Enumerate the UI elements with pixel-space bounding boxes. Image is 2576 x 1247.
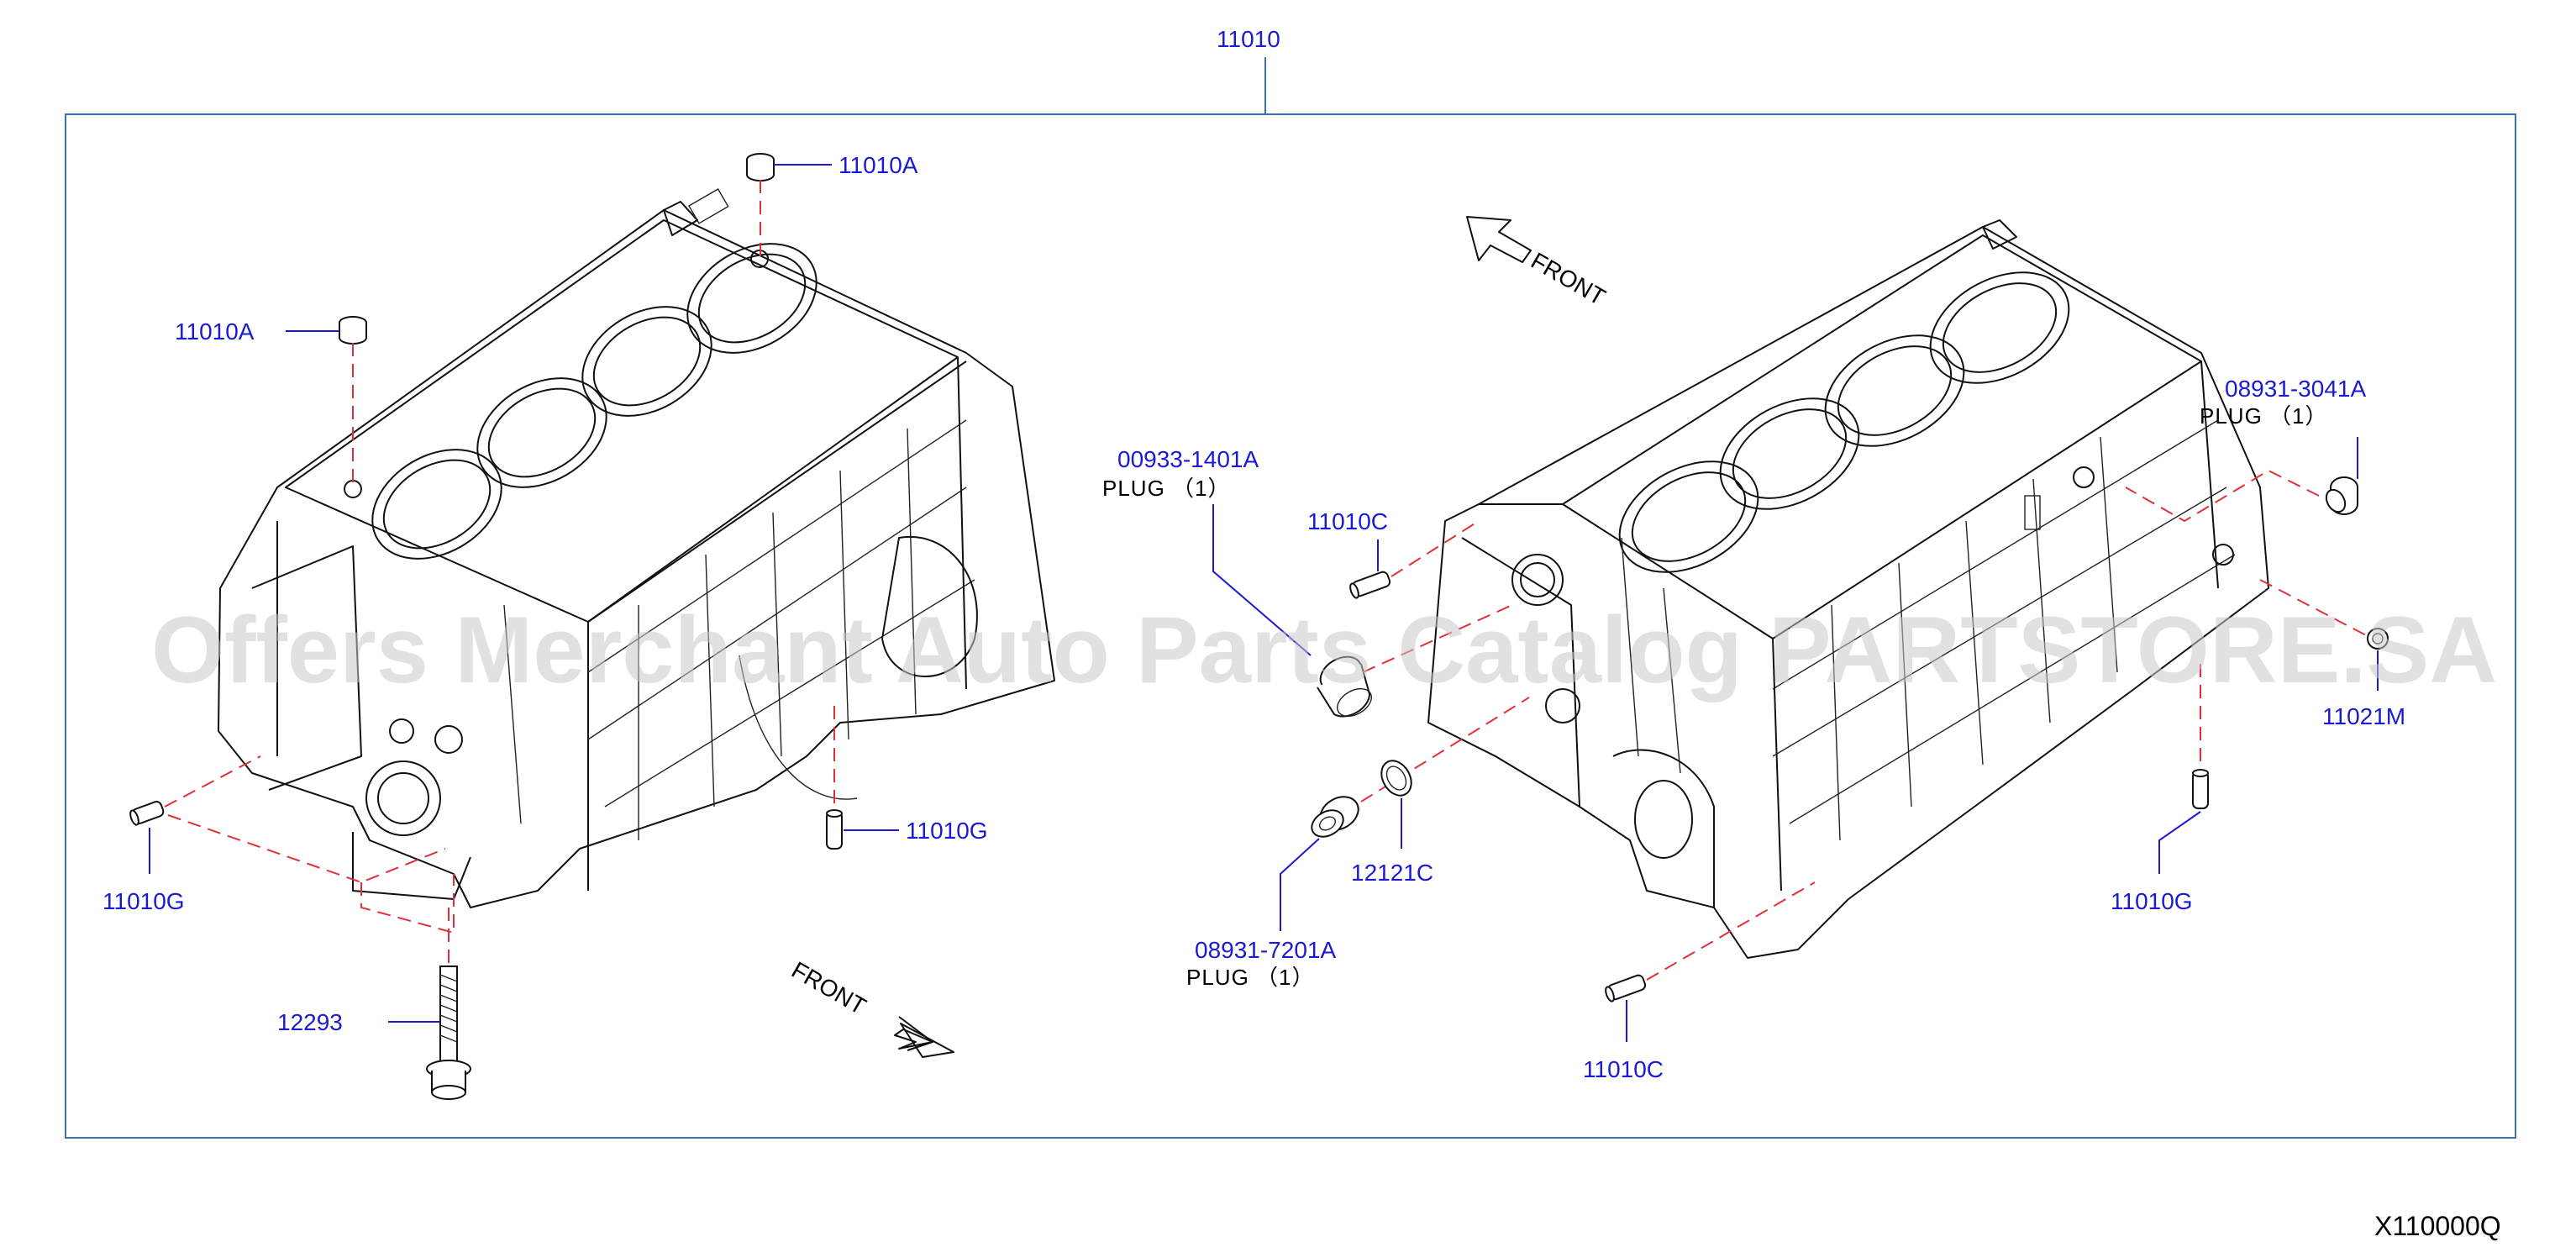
callout-11010g-left[interactable]: 11010G [103, 888, 185, 914]
front-arrow-left-icon [894, 1016, 933, 1051]
dowel-right[interactable] [2192, 769, 2209, 809]
callout-11010g-right[interactable]: 11010G [2111, 888, 2193, 914]
dowel-c-upper[interactable] [1348, 571, 1391, 599]
front-label-right: FRONT [1527, 247, 1610, 310]
engine-block-right [1427, 219, 2269, 959]
front-label-left: FRONT [787, 956, 870, 1019]
leader-00933 [1212, 504, 1312, 656]
callout-11010a-top[interactable]: 11010A [839, 152, 918, 178]
engine-block-left [218, 188, 1055, 908]
dowel-c-lower[interactable] [1604, 974, 1647, 1002]
front-arrow-right-icon [1466, 216, 1532, 263]
callout-08931-3041a[interactable]: 08931-3041A [2225, 376, 2366, 402]
callout-00933-1401a[interactable]: 00933-1401A [1117, 446, 1259, 472]
callout-08931-7201a[interactable]: 08931-7201A [1195, 937, 1336, 963]
callout-11010c-lower[interactable]: 11010C [1583, 1056, 1664, 1082]
sensor-plug-11021m[interactable] [2367, 628, 2389, 650]
plug-08931-3041[interactable] [2322, 476, 2358, 515]
leader-11010g-right [2158, 811, 2201, 874]
washer[interactable] [1375, 755, 1417, 801]
diagram-frame [65, 113, 2516, 1139]
plug-08931-7201[interactable] [1307, 790, 1364, 842]
callout-11010a-left[interactable]: 11010A [175, 318, 255, 345]
callout-12293[interactable]: 12293 [277, 1009, 343, 1035]
dowel-center[interactable] [826, 809, 843, 850]
callout-11010[interactable]: 11010 [1217, 26, 1280, 52]
callout-12121c[interactable]: 12121C [1351, 860, 1433, 886]
leader-08931-7201 [1280, 838, 1320, 931]
callout-11010g-center[interactable]: 11010G [906, 818, 988, 844]
bolt[interactable] [426, 966, 471, 1100]
note-plug-08931-3041: PLUG （1） [2200, 403, 2328, 429]
callout-11021m[interactable]: 11021M [2322, 703, 2405, 729]
callout-11010c-upper[interactable]: 11010C [1307, 508, 1388, 534]
plug-00933[interactable] [1314, 650, 1376, 722]
dowel-left[interactable] [129, 800, 165, 826]
watermark: Offers Merchant Auto Parts Catalog PARTS… [151, 597, 2497, 702]
note-plug-08931-7201: PLUG （1） [1186, 965, 1315, 990]
note-plug-00933: PLUG （1） [1102, 476, 1231, 501]
diagram-reference-code: X110000Q [2374, 1211, 2501, 1241]
plug-cap-left[interactable] [339, 316, 367, 345]
plug-cap-top[interactable] [746, 153, 775, 182]
